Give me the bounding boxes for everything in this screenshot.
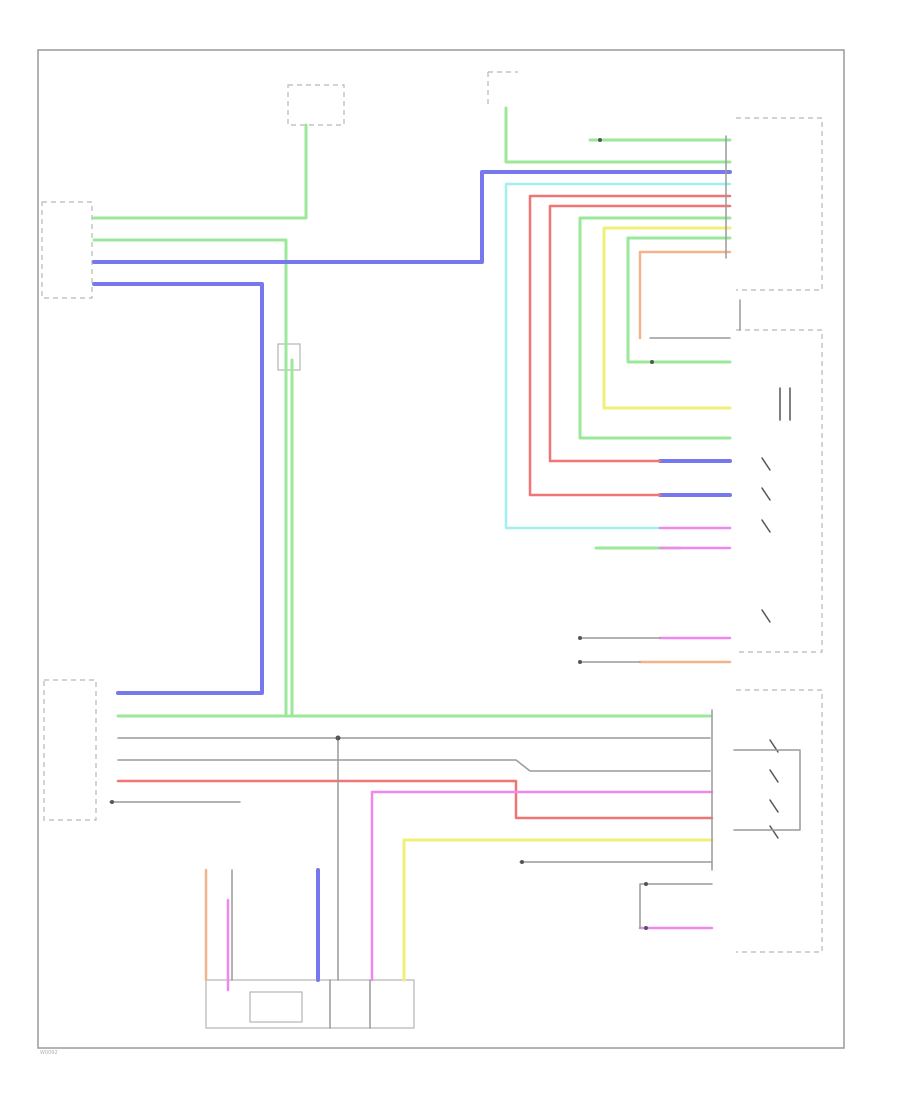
sensor-block-bottom (205, 979, 415, 1029)
control-unit-right (736, 117, 823, 291)
relay-box-top-center (287, 84, 345, 126)
wires-orange (204, 250, 732, 982)
switch-panel-right (736, 329, 823, 653)
wires-green (92, 106, 732, 718)
sensor-inner-box (249, 991, 303, 1023)
diagram-code: W0092 (40, 1050, 58, 1056)
junction-box-middle (277, 343, 301, 371)
connector-ticks (711, 135, 727, 871)
control-unit-left (41, 201, 93, 299)
diagram-frame (37, 49, 845, 1049)
wires-yellow (402, 226, 732, 982)
components (41, 71, 823, 1029)
splice-points (110, 138, 654, 930)
switch-contacts (733, 387, 801, 839)
wires-cyan (504, 182, 732, 530)
wires-pink (226, 526, 732, 992)
fuse-box-top-right (487, 71, 518, 108)
wires-gray (109, 299, 741, 981)
module-bottom-right (736, 689, 823, 953)
wires-red (116, 194, 732, 820)
wires-blue (92, 170, 732, 982)
control-unit-bottom-left (43, 679, 97, 821)
